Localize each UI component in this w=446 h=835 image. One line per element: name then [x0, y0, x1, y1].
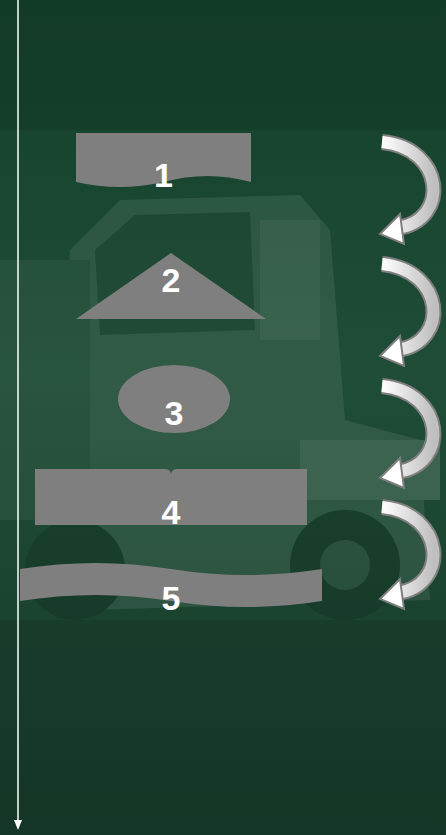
timeline-arrowhead — [14, 820, 22, 830]
shape-fill — [118, 365, 230, 433]
curved-arrow — [380, 386, 433, 488]
wave-band-shape: 5 — [20, 561, 322, 603]
triangle-shape: 2 — [76, 253, 266, 319]
step-number: 2 — [76, 263, 266, 297]
notched-box-shape: 4 — [35, 469, 307, 525]
timeline-line — [17, 0, 19, 826]
curved-arrow — [380, 264, 433, 366]
step-number: 4 — [35, 495, 307, 529]
wave-flag-shape: 1 — [76, 133, 251, 190]
step-number: 5 — [20, 581, 322, 615]
curved-arrows — [380, 142, 433, 609]
curved-arrow — [380, 507, 433, 609]
ellipse-shape: 3 — [118, 365, 230, 433]
step-number: 1 — [76, 158, 251, 192]
curved-arrow — [380, 142, 433, 244]
step-number: 3 — [118, 396, 230, 430]
shape-fill — [76, 253, 266, 319]
